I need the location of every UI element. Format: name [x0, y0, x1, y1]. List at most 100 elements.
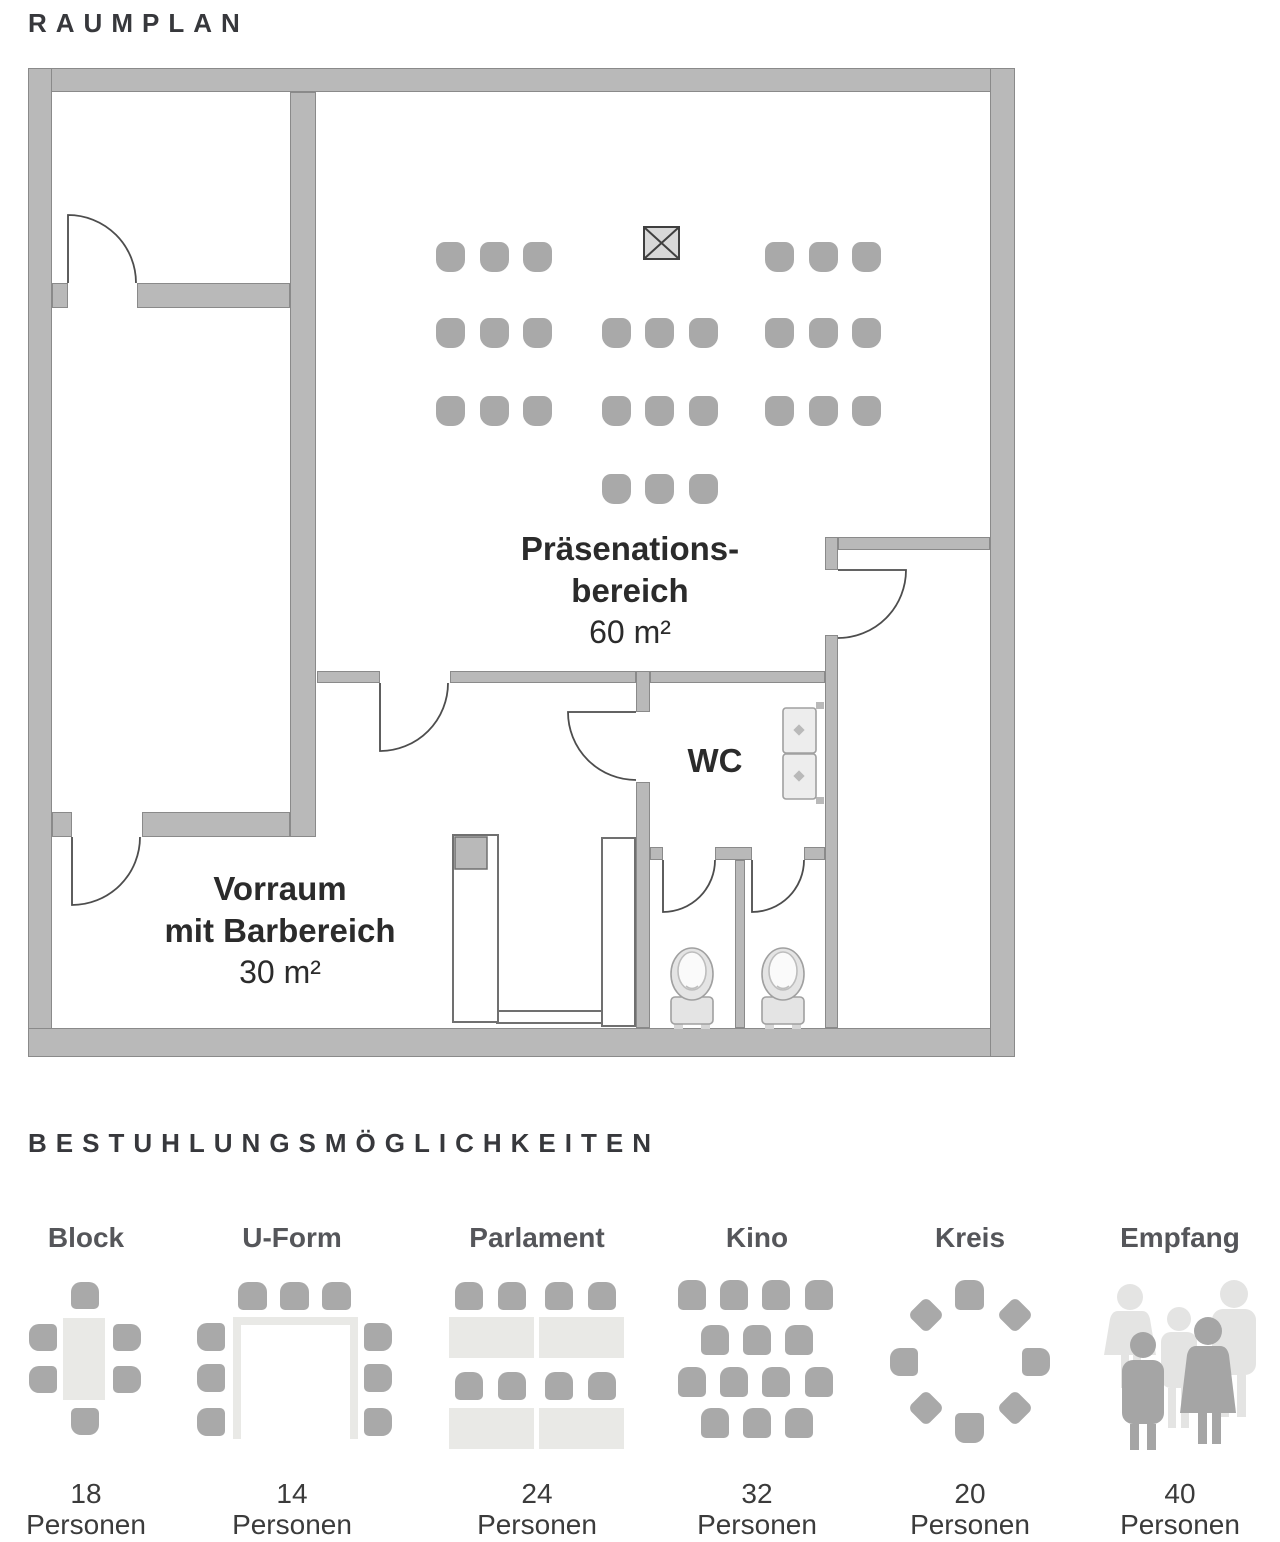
chair-icon [238, 1282, 267, 1310]
sink-icon [782, 702, 824, 804]
chair-icon [1022, 1348, 1050, 1376]
person-icon [1180, 1317, 1236, 1444]
option-count: 14 Personen [232, 1478, 352, 1540]
chair-icon [523, 396, 552, 426]
chair-icon [197, 1408, 225, 1436]
chair-icon [545, 1372, 573, 1400]
wall-wc-left-a [636, 671, 650, 712]
chair-icon [765, 318, 794, 348]
chair-icon [678, 1280, 706, 1310]
table-icon [539, 1408, 624, 1449]
wall-room1-bottom-a [52, 283, 68, 308]
chair-icon [364, 1323, 392, 1351]
chair-icon [602, 318, 631, 348]
wall-stalls-top-c [804, 847, 825, 860]
chair-icon [809, 242, 838, 272]
chair-icon [29, 1324, 57, 1351]
table-icon [233, 1317, 358, 1439]
chair-icon [809, 318, 838, 348]
chair-icon [29, 1366, 57, 1393]
chair-icon [602, 474, 631, 504]
section-title-bestuhlung: BESTUHLUNGSMÖGLICHKEITEN [28, 1128, 660, 1158]
chair-icon [743, 1408, 771, 1438]
chair-icon [805, 1280, 833, 1310]
wall-room2-bottom-b [142, 812, 290, 837]
chair-icon [743, 1325, 771, 1355]
toilet-icon [670, 947, 714, 1029]
chair-icon [689, 474, 718, 504]
chair-icon [71, 1282, 99, 1309]
door-icon-room1 [67, 214, 137, 284]
option-block: Block 18 Personen [0, 1222, 186, 1542]
chair-icon [852, 318, 881, 348]
wall-outer-bottom [28, 1028, 1015, 1057]
chair-icon [197, 1364, 225, 1392]
chair-icon [602, 396, 631, 426]
chair-icon [545, 1282, 573, 1310]
door-icon-stall1 [662, 859, 716, 913]
chair-icon [689, 396, 718, 426]
chair-icon [322, 1282, 351, 1310]
chair-icon [762, 1367, 790, 1397]
chair-icon [852, 242, 881, 272]
wall-corridor-top-a [317, 671, 380, 683]
chair-icon [588, 1372, 616, 1400]
option-count: 40 Personen [1120, 1478, 1240, 1540]
chair-icon [701, 1325, 729, 1355]
wall-inner-vertical-left [290, 92, 316, 837]
room-label-wc: WC [687, 742, 743, 779]
chair-icon [765, 242, 794, 272]
option-kino: Kino 32 Personen [657, 1222, 857, 1542]
wall-wc-top [650, 671, 825, 683]
option-count: 24 Personen [477, 1478, 597, 1540]
chair-icon [701, 1408, 729, 1438]
chair-icon [436, 318, 465, 348]
chair-icon [523, 242, 552, 272]
chair-icon [480, 318, 509, 348]
chair-icon [480, 396, 509, 426]
wall-right-room-top [838, 537, 990, 550]
option-kreis: Kreis 20 Personen [870, 1222, 1070, 1542]
wall-outer-top [28, 68, 1015, 92]
option-uform: U-Form 14 Personen [192, 1222, 392, 1542]
chair-icon [71, 1408, 99, 1435]
chair-icon [720, 1367, 748, 1397]
option-count: 32 Personen [697, 1478, 817, 1540]
person-icon [1122, 1332, 1164, 1450]
wall-stalls-top-b [715, 847, 752, 860]
option-count: 20 Personen [910, 1478, 1030, 1540]
chair-icon [890, 1348, 918, 1376]
chair-icon [805, 1367, 833, 1397]
option-count: 18 Personen [26, 1478, 146, 1540]
option-parlament: Parlament 24 Personen [437, 1222, 637, 1542]
chair-icon [785, 1325, 813, 1355]
table-icon [449, 1317, 534, 1358]
chair-icon [645, 396, 674, 426]
chair-icon [809, 396, 838, 426]
table-icon [63, 1318, 105, 1400]
door-icon-right-room [837, 569, 907, 639]
chair-icon [197, 1323, 225, 1351]
chair-icon [955, 1280, 984, 1310]
wall-stalls-top-a [650, 847, 663, 860]
chair-icon [436, 242, 465, 272]
wall-room1-bottom-b [137, 283, 290, 308]
door-icon-corridor [379, 682, 449, 752]
chair-icon [689, 318, 718, 348]
chair-icon [785, 1408, 813, 1438]
chair-icon [480, 242, 509, 272]
room-label-praesentation: Präsenations- bereich 60 m² [520, 530, 740, 650]
wall-right-room-left-b [825, 635, 838, 1028]
chair-icon [678, 1367, 706, 1397]
chair-icon [645, 318, 674, 348]
chair-icon [455, 1372, 483, 1400]
chair-icon [113, 1366, 141, 1393]
chair-icon [955, 1413, 984, 1443]
wall-wc-left-b [636, 782, 650, 1028]
chair-icon [588, 1282, 616, 1310]
chair-icon [113, 1324, 141, 1351]
table-icon [539, 1317, 624, 1358]
wall-outer-left [28, 68, 52, 1057]
chair-icon [645, 474, 674, 504]
chair-icon [436, 396, 465, 426]
